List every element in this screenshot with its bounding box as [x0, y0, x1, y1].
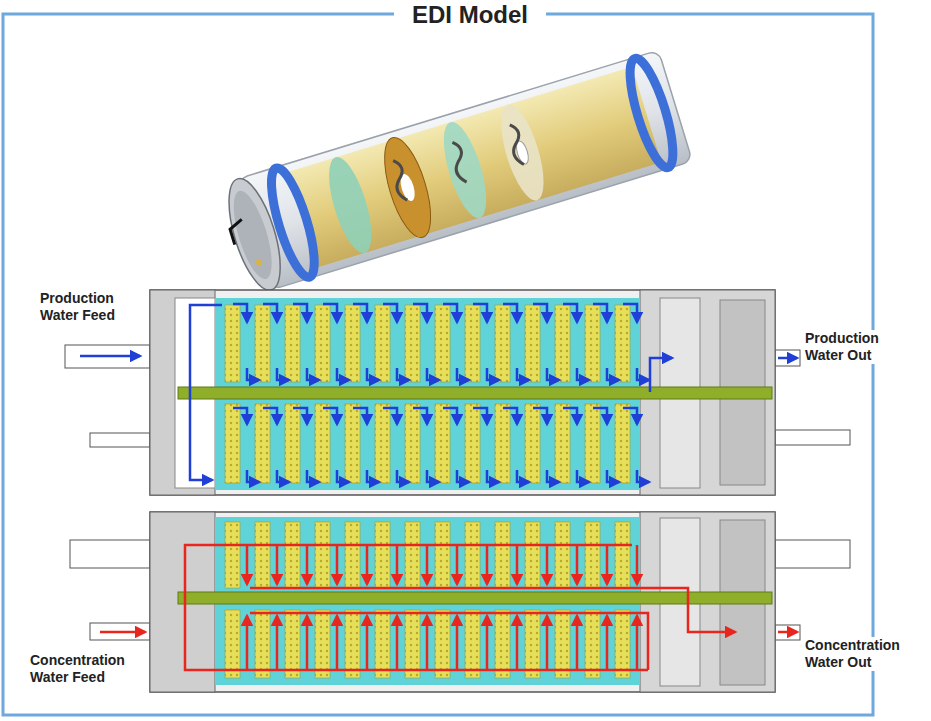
diagram-title: EDI Model — [394, 1, 546, 29]
flow-label: Concentration Water Feed — [30, 652, 130, 686]
flow-label: Production Water Out — [805, 330, 905, 364]
edi-module-3d — [217, 50, 693, 296]
production-section — [65, 290, 850, 495]
concentration-section — [70, 512, 850, 692]
production-flow — [80, 304, 797, 482]
flow-label: Production Water Feed — [40, 290, 140, 324]
center-rod — [178, 592, 772, 604]
center-rod — [178, 387, 772, 399]
flow-label: Concentration Water Out — [805, 637, 905, 671]
concentration-flow — [100, 545, 797, 670]
frame — [3, 14, 873, 715]
